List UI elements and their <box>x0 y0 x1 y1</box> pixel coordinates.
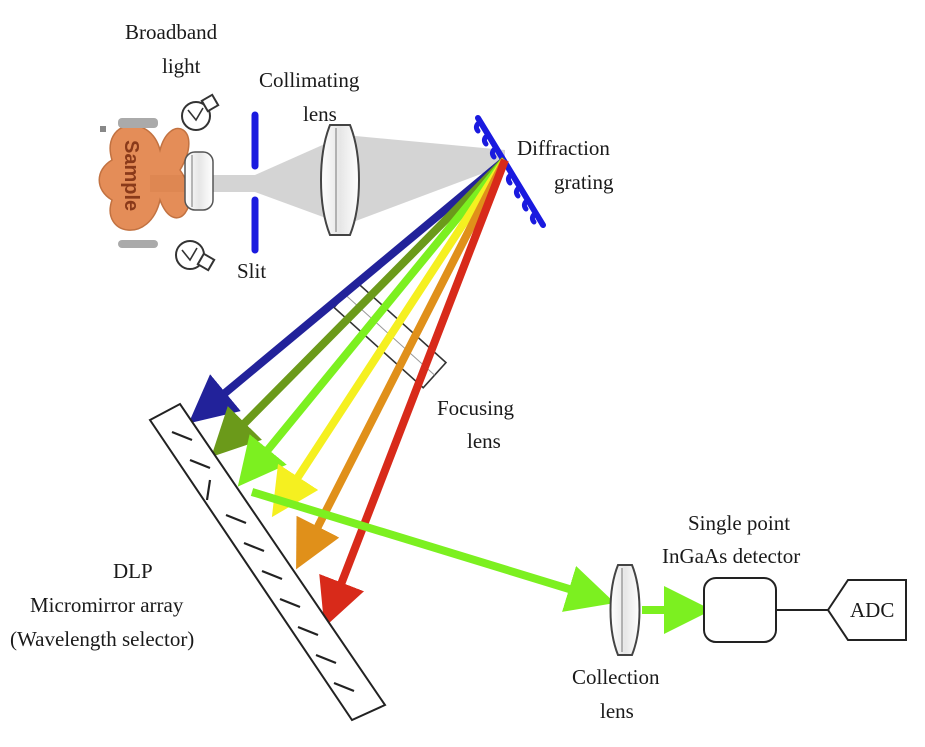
output-ray <box>250 488 615 612</box>
dispersed-rays <box>188 156 509 628</box>
dlp-label-line3: (Wavelength selector) <box>10 627 194 651</box>
detector-label-line1: Single point <box>688 511 790 535</box>
broadband-label-line2: light <box>162 54 201 78</box>
detector-label-line2: InGaAs detector <box>662 544 800 568</box>
ingaas-detector <box>703 577 777 643</box>
ray-yellow <box>271 157 509 518</box>
collection-lens <box>609 564 641 656</box>
broadband-label-line1: Broadband <box>125 20 218 44</box>
ray-olive <box>211 157 508 458</box>
collection-label-line2: lens <box>600 699 634 723</box>
dlp-label-line2: Micromirror array <box>30 593 184 617</box>
sample-lens <box>184 151 214 211</box>
focusing-label-line1: Focusing <box>437 396 515 420</box>
diffraction-label-line1: Diffraction <box>517 136 610 160</box>
collimating-label-line2: lens <box>303 102 337 126</box>
slit-label: Slit <box>237 259 266 283</box>
ray-green <box>237 157 509 487</box>
sample-label: Sample <box>120 140 142 211</box>
collimating-label-line1: Collimating <box>259 68 360 92</box>
collection-label-line1: Collection <box>572 665 660 689</box>
dlp-micromirror-array <box>148 402 387 722</box>
focusing-label-line2: lens <box>467 429 501 453</box>
adc-label: ADC <box>850 598 894 622</box>
bulb-icon <box>181 93 220 131</box>
sample: Sample <box>98 118 191 248</box>
collimating-lens <box>320 124 360 236</box>
diffraction-label-line2: grating <box>554 170 614 194</box>
ray-red <box>319 158 509 628</box>
ray-violet <box>188 156 508 424</box>
collimated-beam <box>255 135 505 225</box>
ray-orange <box>296 158 509 570</box>
adc-block: ADC <box>826 579 907 641</box>
dlp-label-line1: DLP <box>113 559 153 583</box>
bulb-icon <box>175 240 216 272</box>
